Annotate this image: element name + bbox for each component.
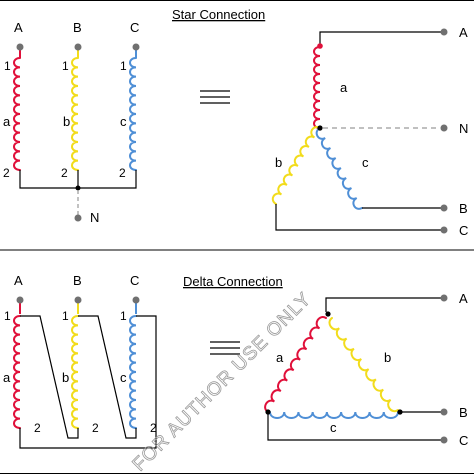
delta-left-terminal-c: [132, 296, 140, 304]
delta-right-node-right: [397, 409, 403, 415]
star-left-coil-c: [129, 57, 137, 171]
delta-right-terminal-c: [440, 436, 448, 444]
coil-winding: [129, 57, 137, 171]
star-left-end1-a: 1: [4, 59, 11, 73]
delta-left-end1-a: 1: [4, 309, 11, 323]
coil-winding: [313, 46, 321, 129]
delta-left-terminal-a: [16, 296, 24, 304]
star-left-end2-a: 2: [3, 166, 10, 180]
delta-left-wire-ca: [19, 315, 157, 449]
delta-right-terminal-a: [440, 294, 448, 302]
star-left-end1-b: 1: [62, 59, 69, 73]
star-right-coil-label-a: a: [340, 80, 348, 95]
delta-right-label-a: A: [459, 291, 468, 306]
coil-winding: [328, 317, 399, 413]
delta-left-terminal-b: [74, 296, 82, 304]
star-right-coil-c: [315, 127, 363, 210]
star-right-terminal-n: [440, 124, 448, 132]
star-left-label-b: B: [73, 20, 82, 35]
star-left-end1-c: 1: [120, 59, 127, 73]
delta-right-label-c: C: [459, 433, 468, 448]
star-left-neutral-node: [75, 185, 81, 191]
delta-right-wire-a: [325, 297, 442, 312]
star-right-coil-label-b: b: [275, 155, 282, 170]
coil-winding: [264, 316, 327, 413]
star-title: Star Connection: [172, 7, 265, 22]
star-right-coil-a: [313, 46, 321, 129]
delta-right-node-top: [325, 311, 331, 317]
coil-winding: [71, 57, 79, 171]
star-right-terminal-b: [440, 204, 448, 212]
delta-right-wire-c: [267, 412, 442, 441]
star-right-coil-label-c: c: [362, 155, 369, 170]
star-left-terminal-a: [16, 43, 24, 51]
star-right-label-b: B: [459, 201, 468, 216]
delta-left-end1-b: 1: [62, 309, 69, 323]
delta-right-label-b: B: [459, 405, 468, 420]
delta-right-coil-label-a: a: [276, 350, 284, 365]
delta-left-wire-bc: [78, 315, 137, 439]
delta-right-coil-b: [328, 317, 399, 413]
star-right-label-n: N: [459, 121, 468, 136]
star-right-wire-a: [319, 31, 442, 45]
delta-left-end2-a: 2: [34, 421, 41, 435]
coil-winding: [129, 315, 137, 429]
star-left-end2-c: 2: [119, 166, 126, 180]
delta-left-label-a: A: [14, 273, 23, 288]
star-right-terminal-a: [440, 28, 448, 36]
coil-winding: [271, 126, 321, 205]
coil-winding: [13, 57, 21, 171]
star-left-terminal-b: [74, 43, 82, 51]
delta-right-coil-label-c: c: [330, 420, 337, 435]
delta-left-coil-b: [71, 315, 79, 429]
delta-left-wire-ab: [20, 315, 79, 439]
star-left-neutral-label: N: [90, 210, 99, 225]
star-right-label-c: C: [459, 223, 468, 238]
star-right-center-node: [317, 125, 323, 131]
star-left-coil-label-c: c: [120, 114, 127, 129]
star-left-end2-b: 2: [61, 166, 68, 180]
star-left-coil-label-b: b: [63, 114, 70, 129]
star-left-coil-a: [13, 57, 21, 171]
delta-left-label-b: B: [73, 273, 82, 288]
delta-left-coil-c: [129, 315, 137, 429]
star-left-terminal-c: [132, 43, 140, 51]
watermark-text: FOR AUTHOR USE ONLY: [129, 288, 316, 474]
delta-right-terminal-b: [440, 408, 448, 416]
delta-right-coil-a: [264, 316, 327, 413]
star-right-terminal-c: [440, 226, 448, 234]
star-right-coil-b: [271, 126, 321, 205]
star-right-wire-b: [275, 204, 442, 231]
delta-right-node-left: [265, 409, 271, 415]
delta-left-coil-label-b: b: [62, 370, 69, 385]
coil-winding: [269, 411, 399, 419]
delta-left-end2-c: 2: [150, 421, 157, 435]
star-left-neutral-terminal: [74, 214, 82, 222]
delta-left-coil-label-a: a: [3, 370, 11, 385]
delta-right-coil-c: [269, 411, 399, 419]
delta-left-coil-label-c: c: [120, 370, 127, 385]
star-left-label-c: C: [130, 20, 139, 35]
star-right-label-a: A: [459, 25, 468, 40]
star-left-coil-b: [71, 57, 79, 171]
delta-left-end2-b: 2: [92, 421, 99, 435]
star-left-label-a: A: [14, 20, 23, 35]
delta-title: Delta Connection: [183, 274, 283, 289]
coil-winding: [315, 127, 363, 210]
delta-left-end1-c: 1: [120, 309, 127, 323]
delta-left-label-c: C: [130, 273, 139, 288]
coil-winding: [13, 315, 21, 429]
coil-winding: [71, 315, 79, 429]
star-left-coil-label-a: a: [3, 114, 11, 129]
delta-left-coil-a: [13, 315, 21, 429]
delta-right-coil-label-b: b: [384, 350, 391, 365]
